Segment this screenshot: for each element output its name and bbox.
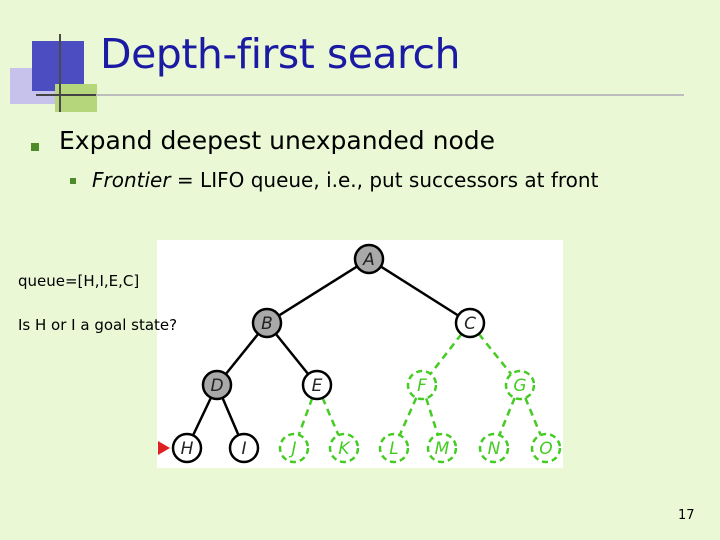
bullet-text-2-rest: = LIFO queue, i.e., put successors at fr…	[170, 168, 599, 192]
edge-F-L	[398, 397, 418, 436]
node-B: B	[251, 307, 283, 339]
node-C: C	[454, 307, 486, 339]
title-ornament-blue	[32, 41, 84, 91]
node-circle	[530, 432, 562, 464]
node-circle	[478, 432, 510, 464]
bullet-text-1: Expand deepest unexpanded node	[59, 126, 496, 155]
edge-D-H	[191, 397, 213, 436]
node-label: M	[435, 439, 450, 459]
node-circle	[278, 432, 310, 464]
sub-bullet-square	[70, 178, 76, 184]
node-label: A	[362, 250, 375, 270]
page-number: 17	[678, 508, 695, 523]
node-label: G	[513, 376, 526, 396]
node-N: N	[478, 432, 510, 464]
title-underline-accent	[36, 94, 96, 96]
tree-nodes: A B C D E F G H I J K L M N O	[171, 243, 562, 464]
edge-E-K	[321, 397, 340, 436]
node-D: D	[201, 369, 233, 401]
node-L: L	[378, 432, 410, 464]
bullet-square	[31, 143, 39, 151]
title-underline	[36, 94, 684, 96]
node-circle	[201, 369, 233, 401]
search-tree-diagram: A B C D E F G H I J K L M N O	[157, 240, 563, 468]
edge-E-J	[297, 397, 314, 436]
edge-B-D	[224, 333, 260, 375]
node-M: M	[426, 432, 458, 464]
node-label: N	[488, 439, 501, 459]
node-label: E	[312, 376, 323, 396]
node-E: E	[301, 369, 333, 401]
node-label: L	[389, 439, 398, 459]
node-I: I	[228, 432, 260, 464]
node-circle	[251, 307, 283, 339]
edge-D-I	[221, 397, 240, 436]
node-circle	[328, 432, 360, 464]
goal-question: Is H or I a goal state?	[18, 316, 178, 334]
node-circle	[454, 307, 486, 339]
title-ornament-green	[55, 84, 97, 112]
node-G: G	[504, 369, 536, 401]
edge-A-C	[380, 265, 459, 317]
current-node-marker-layer	[158, 441, 170, 455]
node-A: A	[353, 243, 385, 275]
tree-edges	[191, 265, 542, 436]
edge-B-E	[274, 333, 310, 375]
node-label: F	[417, 376, 427, 396]
edge-A-B	[278, 265, 358, 317]
node-circle	[504, 369, 536, 401]
bullet-text-2: Frontier = LIFO queue, i.e., put success…	[92, 168, 598, 192]
edge-C-F	[429, 333, 463, 375]
current-node-marker-icon	[158, 441, 170, 455]
node-circle	[406, 369, 438, 401]
node-K: K	[328, 432, 360, 464]
node-label: H	[181, 439, 194, 459]
node-label: I	[241, 439, 246, 459]
queue-label: queue=[H,I,E,C]	[18, 272, 140, 290]
node-H: H	[171, 432, 203, 464]
node-circle	[426, 432, 458, 464]
node-circle	[301, 369, 333, 401]
node-circle	[378, 432, 410, 464]
node-circle	[171, 432, 203, 464]
slide-title: Depth-first search	[100, 30, 461, 78]
node-label: O	[539, 439, 552, 459]
frontier-term: Frontier	[92, 168, 171, 192]
title-ornament-vline	[59, 34, 61, 112]
node-circle	[353, 243, 385, 275]
edge-F-M	[425, 397, 439, 436]
node-label: J	[288, 439, 296, 459]
edge-G-O	[524, 397, 542, 436]
node-O: O	[530, 432, 562, 464]
edge-C-G	[477, 333, 513, 375]
node-F: F	[406, 369, 438, 401]
node-label: K	[338, 439, 351, 459]
edge-G-N	[498, 397, 516, 436]
node-label: B	[261, 314, 273, 334]
tree-background	[157, 240, 563, 468]
node-circle	[228, 432, 260, 464]
node-J: J	[278, 432, 310, 464]
node-label: C	[464, 314, 476, 334]
node-label: D	[210, 376, 223, 396]
